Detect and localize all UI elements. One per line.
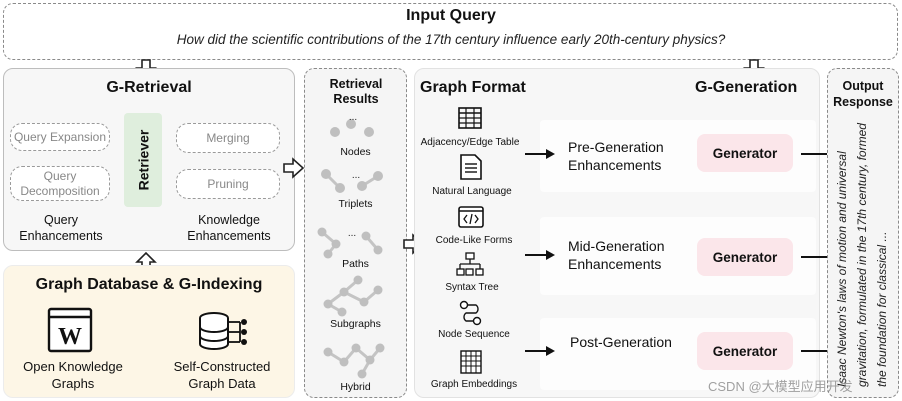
code-icon xyxy=(458,206,484,228)
svg-text:...: ... xyxy=(349,112,357,123)
adjacency-label: Adjacency/Edge Table xyxy=(420,137,520,148)
mid-generation-label: Mid-Generation Enhancements xyxy=(568,238,665,272)
svg-text:W: W xyxy=(58,324,82,350)
svg-text:...: ... xyxy=(352,170,360,181)
node-sequence-label: Node Sequence xyxy=(438,329,510,340)
paths-graphic: ... xyxy=(317,227,383,259)
arrow-right-icon xyxy=(525,250,555,260)
generator-box-post: Generator xyxy=(697,332,793,370)
input-query-text: How did the scientific contributions of … xyxy=(176,32,726,47)
node-sequence-icon xyxy=(459,300,482,326)
g-retrieval-title: G-Retrieval xyxy=(106,79,192,96)
retriever-label: Retriever xyxy=(135,129,152,191)
generator-box-pre: Generator xyxy=(697,134,793,172)
graph-format-title: Graph Format xyxy=(420,79,526,96)
code-like-label: Code-Like Forms xyxy=(435,235,513,246)
query-enhancements-label: Query Enhancements xyxy=(19,213,103,244)
graph-embeddings-label: Graph Embeddings xyxy=(430,379,518,390)
g-generation-title: G-Generation xyxy=(695,79,798,96)
graph-database-title: Graph Database & G-Indexing xyxy=(35,276,263,293)
watermark: CSDN @大模型应用开发 xyxy=(708,379,853,394)
nodes-label: Nodes xyxy=(340,146,371,158)
post-generation-label: Post-Generation xyxy=(570,334,672,350)
document-icon xyxy=(460,154,482,180)
pre-generation-label: Pre-Generation Enhancements xyxy=(568,139,664,173)
svg-text:...: ... xyxy=(348,228,356,239)
database-icon xyxy=(199,312,247,350)
subgraphs-graphic xyxy=(323,275,383,317)
syntax-tree-icon xyxy=(456,252,484,276)
arrow-right-icon xyxy=(525,346,555,356)
natural-language-label: Natural Language xyxy=(432,186,512,197)
input-query-title: Input Query xyxy=(406,7,496,24)
retrieval-results-title: Retrieval Results xyxy=(329,77,383,106)
merging-pill: Merging xyxy=(176,123,280,153)
input-query-box xyxy=(3,3,898,60)
wikipedia-icon: W xyxy=(47,307,93,353)
triplets-label: Triplets xyxy=(338,198,373,210)
generator-box-mid: Generator xyxy=(697,238,793,276)
output-response-title: Output Response xyxy=(833,79,893,109)
paths-label: Paths xyxy=(342,258,369,270)
pruning-pill: Pruning xyxy=(176,169,280,199)
hybrid-graphic xyxy=(323,343,385,379)
knowledge-enhancements-label: Knowledge Enhancements xyxy=(187,213,271,244)
nodes-graphic: ... xyxy=(330,112,374,137)
arrow-right-icon xyxy=(283,157,305,179)
subgraphs-label: Subgraphs xyxy=(330,318,381,330)
query-expansion-pill: Query Expansion xyxy=(10,123,110,151)
triplets-graphic: ... xyxy=(321,169,383,193)
arrow-right-icon xyxy=(525,149,555,159)
syntax-tree-label: Syntax Tree xyxy=(445,282,499,293)
open-kg-label: Open Knowledge Graphs xyxy=(23,359,123,391)
query-decomposition-pill: Query Decomposition xyxy=(10,166,110,201)
embedding-icon xyxy=(460,350,482,374)
retriever-box: Retriever xyxy=(124,113,162,207)
table-icon xyxy=(458,107,482,129)
hybrid-label: Hybrid xyxy=(340,381,371,393)
output-response-text: Isaac Newton's laws of motion and univer… xyxy=(835,123,889,387)
output-response-panel xyxy=(827,68,899,398)
self-constructed-label: Self-Constructed Graph Data xyxy=(173,359,271,391)
